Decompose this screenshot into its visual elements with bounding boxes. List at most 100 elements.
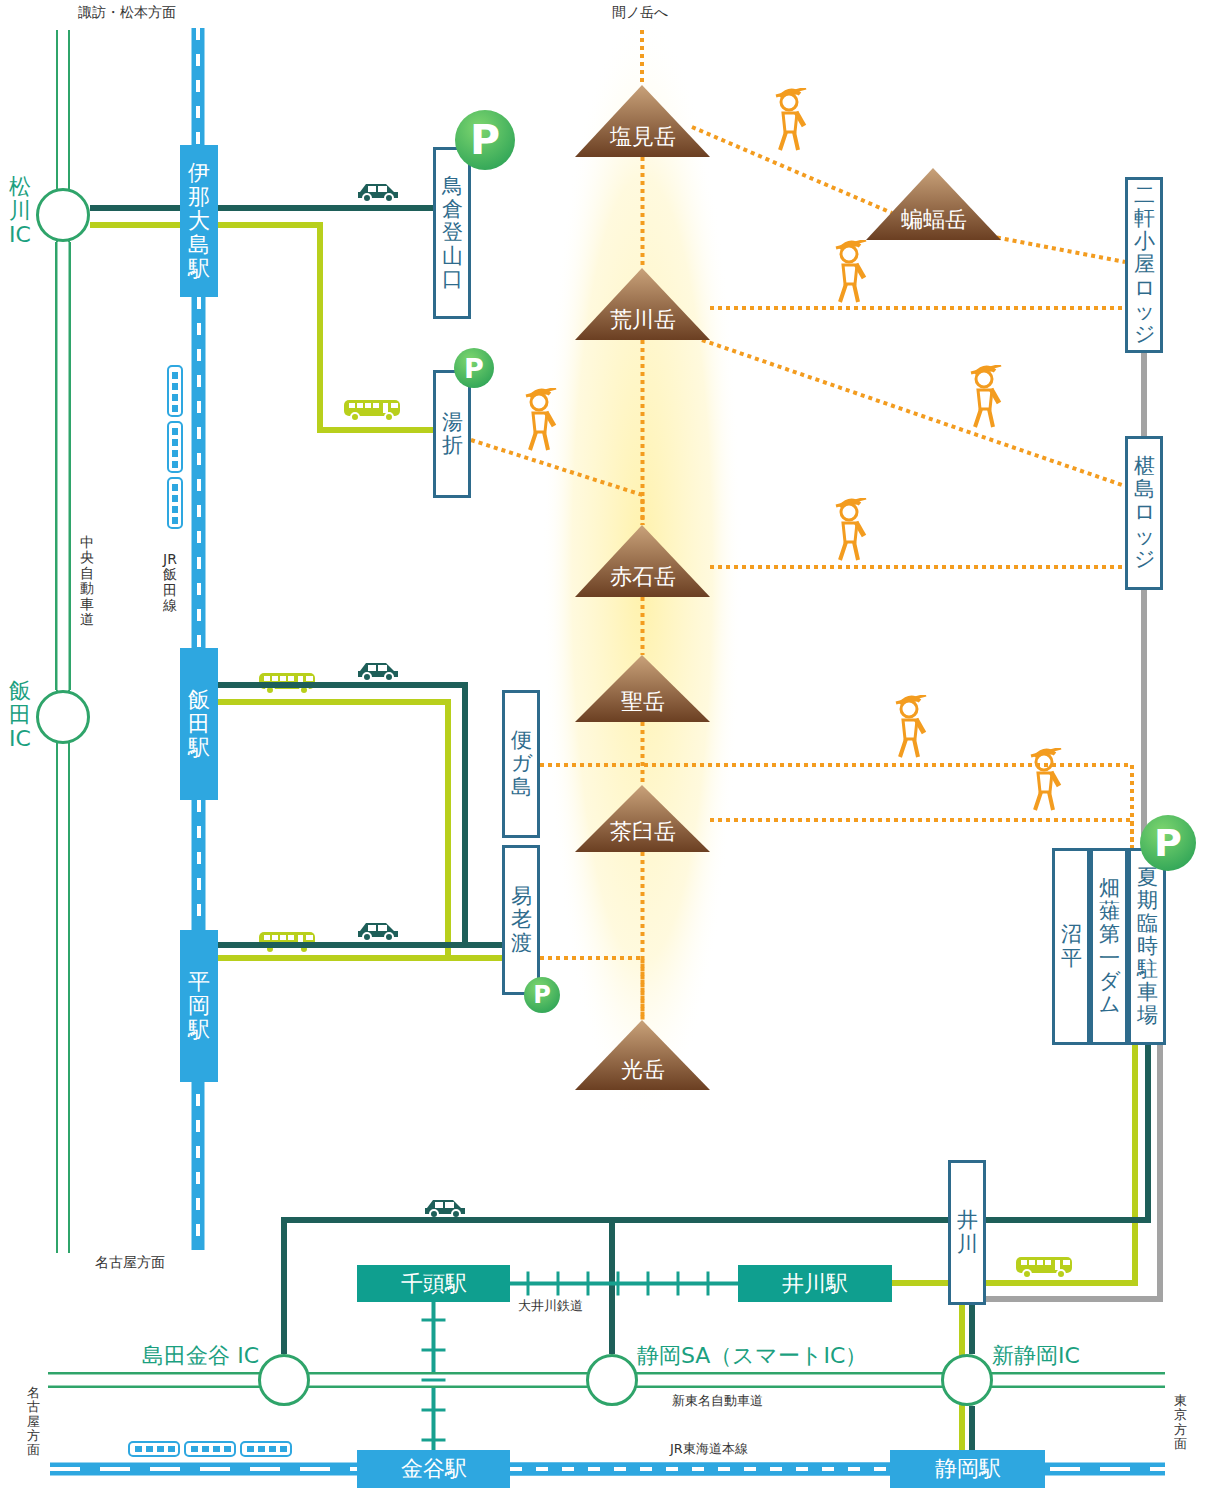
node-label: 易老渡 [511, 885, 532, 954]
station-box: 金谷駅 [357, 1450, 510, 1488]
node-label: 赤石岳 [610, 562, 676, 597]
car-route [612, 1045, 1148, 1354]
interchange-label: 新静岡IC [992, 1341, 1080, 1371]
car-route [218, 942, 502, 948]
ridge-trail [640, 30, 644, 85]
place-box: 畑薙第一ダム [1090, 848, 1128, 1045]
railway-line [193, 800, 206, 930]
rail-tick [647, 1272, 650, 1296]
mountain-peak: 赤石岳 [575, 525, 710, 597]
mountain-peak: 光岳 [575, 1020, 710, 1090]
mountain-shape [866, 168, 1001, 240]
bus-icon [259, 400, 1072, 1278]
layout-shape [358, 184, 398, 202]
place-box: 椹島ロッジ [1125, 436, 1163, 590]
route-label: JR飯田線 [163, 552, 177, 614]
railway-line [510, 1282, 738, 1286]
node-label: 畑薙第一ダム [1099, 877, 1120, 1016]
node-label: 千頭駅 [401, 1269, 467, 1299]
car-route [969, 1305, 975, 1354]
layout-shape [358, 663, 398, 681]
place-box: 井川 [948, 1160, 986, 1305]
layout-shape [185, 1442, 235, 1456]
rail-tick [422, 1349, 446, 1352]
rail-tick [617, 1272, 620, 1296]
bus-route [218, 702, 502, 958]
node-label: 茶臼岳 [610, 817, 676, 852]
station-box: 静岡駅 [890, 1450, 1045, 1488]
train-icon [129, 366, 291, 1456]
node-label: 夏期臨時駐車場 [1137, 866, 1158, 1028]
parking-mark: P [1140, 815, 1196, 871]
rail-inner [197, 800, 201, 930]
parking-mark: P [455, 110, 515, 170]
bus-route [218, 955, 502, 961]
road-inner [310, 1375, 586, 1386]
car-route [218, 685, 502, 945]
mountain-peak: 塩見岳 [575, 85, 710, 157]
bus-route [892, 1045, 1135, 1283]
hiking-trail [710, 820, 1132, 848]
connectors [63, 127, 1160, 1469]
railway-line [50, 28, 1165, 1469]
layout-shape [168, 366, 182, 416]
place-box: 鳥倉登山口 [433, 147, 471, 319]
route-label: 名古屋方面 [95, 1254, 165, 1272]
hiking-trail [641, 340, 645, 525]
layout-shape [836, 240, 866, 302]
road-line [1141, 590, 1147, 848]
mountain-shape [575, 525, 710, 597]
rail-tick [707, 1272, 710, 1296]
mountain-peak: 荒川岳 [575, 268, 710, 340]
car-route [969, 1406, 975, 1450]
layout-shape [776, 88, 806, 150]
layout-shape [425, 1200, 465, 1218]
mountain-shape [575, 655, 710, 722]
road-inner [638, 1375, 941, 1386]
layout-shape [896, 695, 926, 757]
node-label: 静岡駅 [935, 1454, 1001, 1484]
layout-shape [344, 400, 400, 421]
expressway-line [48, 30, 1165, 1380]
route-label: 諏訪・松本方面 [78, 4, 176, 22]
hiking-trail [702, 340, 1125, 486]
parking-mark: P [524, 977, 560, 1013]
interchange-circle: 島田金谷 IC [258, 1354, 310, 1406]
place-box: 便ガ島 [502, 690, 540, 838]
rail-tick [677, 1272, 680, 1296]
node-label: 井川駅 [782, 1269, 848, 1299]
hiker-icon [526, 88, 1061, 810]
rail-tick [422, 1439, 446, 1442]
rail-inner [197, 297, 201, 648]
place-box: 湯折 [433, 370, 471, 498]
station-box: 伊那大島駅 [180, 145, 218, 297]
node-label: 伊那大島駅 [188, 161, 210, 282]
node-label: 便ガ島 [511, 729, 532, 798]
interchange-label: 島田金谷 IC [142, 1341, 259, 1371]
node-label: 蝙蝠岳 [901, 205, 967, 240]
expressway-line [310, 1372, 586, 1388]
car-route [284, 1045, 1148, 1354]
rail-tick [557, 1272, 560, 1296]
route-label: 中央自動車道 [80, 535, 94, 627]
station-box: 井川駅 [738, 1265, 892, 1302]
road-inner [58, 242, 69, 690]
mountain-shape [575, 785, 710, 852]
rail-inner [510, 1467, 890, 1471]
route-label: 間ノ岳へ [612, 4, 668, 22]
road-line [1141, 353, 1147, 436]
station-box: 千頭駅 [357, 1265, 510, 1302]
interchange-circle: 松川IC [36, 188, 90, 242]
route-label: 東京方面 [1174, 1394, 1187, 1451]
layout-shape [241, 1442, 291, 1456]
node-label: 光岳 [621, 1055, 665, 1090]
mountain-shape [575, 1020, 710, 1090]
layout-shape [168, 478, 182, 528]
node-label: 井川 [957, 1209, 978, 1255]
layout-shape [971, 365, 1001, 427]
railway-line [193, 297, 206, 648]
layout-shape [168, 422, 182, 472]
hiking-trail [989, 236, 1125, 262]
expressway-line [638, 1372, 941, 1388]
layout-shape [1016, 1257, 1072, 1278]
